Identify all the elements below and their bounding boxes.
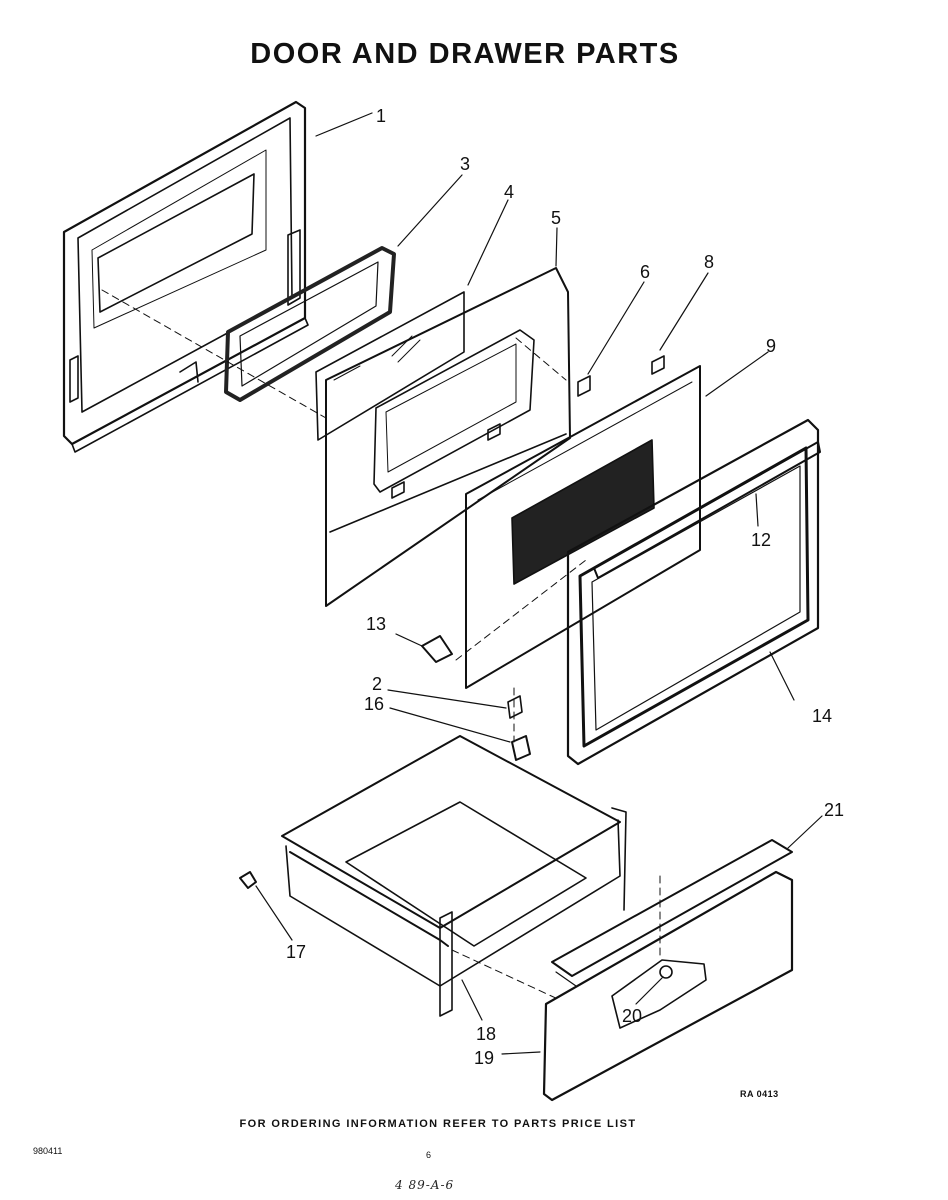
page-title: DOOR AND DRAWER PARTS	[250, 38, 680, 70]
dashed-alignment-lines	[101, 289, 661, 1001]
callout-16: 16	[364, 694, 384, 714]
leader-lines	[255, 112, 823, 1055]
callout-2: 2	[372, 674, 382, 694]
callout-21: 21	[824, 800, 844, 820]
callout-1: 1	[376, 106, 386, 126]
callout-14: 14	[812, 706, 832, 726]
part-1-outer-door-panel	[62, 100, 309, 453]
part-8-clip	[651, 355, 665, 375]
part-9-window-panel	[465, 365, 701, 689]
callout-9: 9	[766, 336, 776, 356]
part-17-roller	[239, 871, 257, 889]
callout-19: 19	[474, 1048, 494, 1068]
callout-3: 3	[460, 154, 470, 174]
part-19-drawer-front	[542, 870, 794, 1102]
callout-12: 12	[751, 530, 771, 550]
document-number: 980411	[33, 1146, 63, 1156]
drawer-body	[281, 735, 627, 1017]
callout-13: 13	[366, 614, 386, 634]
part-5-inner-door-liner	[325, 267, 571, 607]
callout-5: 5	[551, 208, 561, 228]
handwritten-note: 4 89-A-6	[395, 1178, 455, 1192]
part-3-gasket	[224, 246, 396, 402]
part-21-drawer-rail	[551, 839, 793, 987]
part-4-glass	[315, 291, 465, 441]
part-16-hinge-bracket	[511, 735, 531, 761]
part-6-clip	[577, 375, 591, 397]
ordering-info-note: FOR ORDERING INFORMATION REFER TO PARTS …	[239, 1118, 637, 1130]
callout-18: 18	[476, 1024, 496, 1044]
callout-20: 20	[622, 1006, 642, 1026]
part-13-hinge	[421, 635, 453, 663]
callout-6: 6	[640, 262, 650, 282]
callout-8: 8	[704, 252, 714, 272]
diagram-code: RA 0413	[740, 1089, 779, 1099]
callout-4: 4	[504, 182, 514, 202]
page-number: 6	[426, 1150, 432, 1160]
part-2-hinge-support	[507, 695, 523, 719]
callout-17: 17	[286, 942, 306, 962]
part-12-handle	[593, 441, 821, 579]
